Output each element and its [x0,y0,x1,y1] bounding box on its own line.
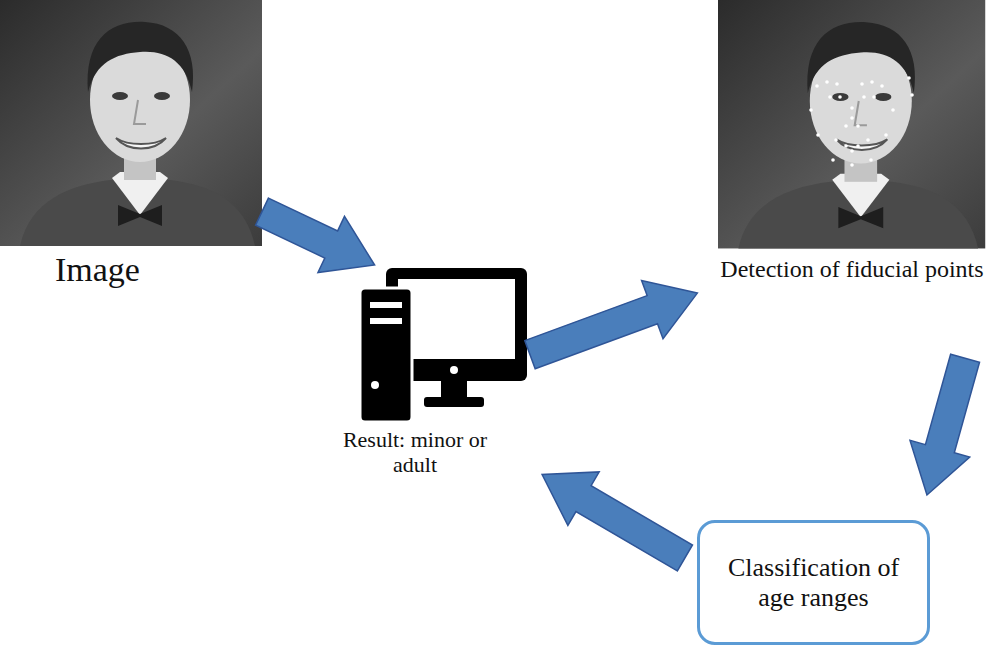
captioned-figure: Detection of fiducial points [718,0,986,312]
computer-icon [360,268,527,422]
block-arrow [525,281,698,369]
block-arrow [256,198,375,272]
face-photo [718,0,985,248]
caption: Detection of fiducial points [718,256,986,284]
caption: Image [55,250,262,289]
captioned-figure: Image [0,0,262,294]
box-label: Classification of age ranges [712,553,915,613]
block-arrow [542,472,692,571]
face-photo [0,0,262,246]
block-arrow [910,354,980,495]
caption: Result: minor or adult [320,427,510,478]
process-box: Classification of age ranges [697,520,930,645]
captioned-figure: Result: minor or adult [320,265,530,495]
fiducial-points [809,76,914,167]
